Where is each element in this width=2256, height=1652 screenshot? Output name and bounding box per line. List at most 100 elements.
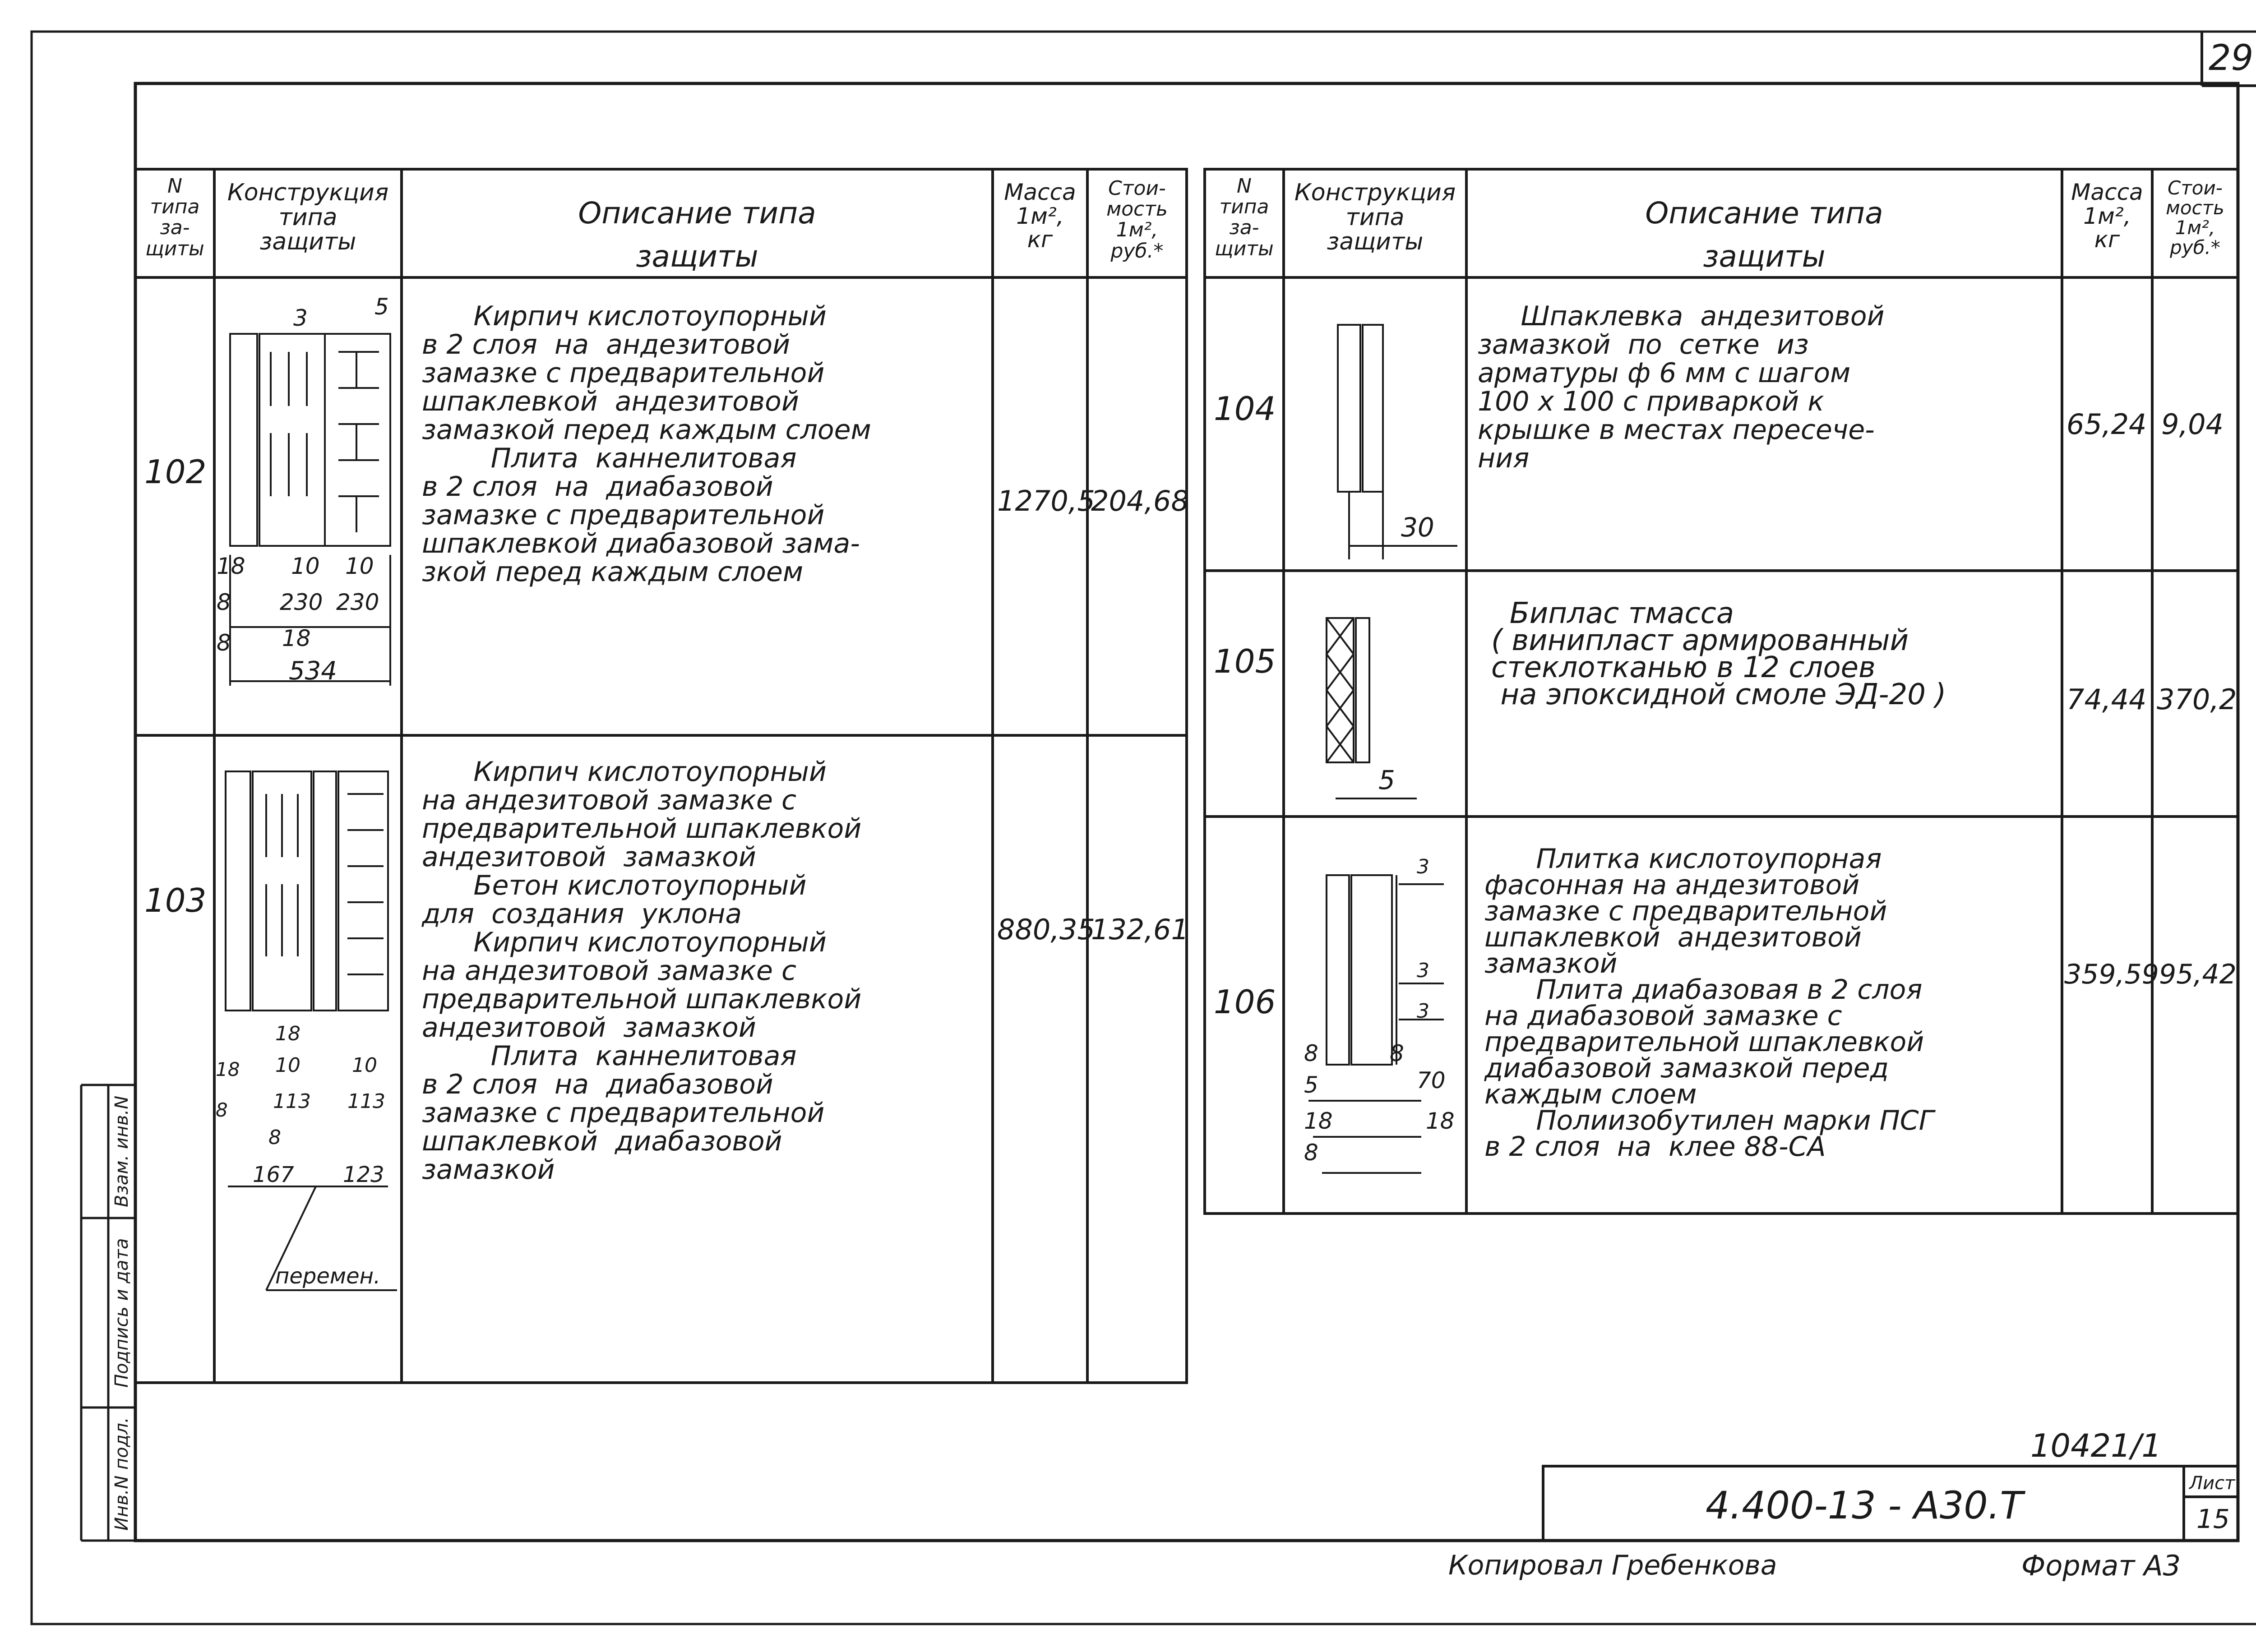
header-type-no-line: щиты bbox=[1215, 237, 1274, 260]
dim-label: 5 bbox=[1378, 765, 1395, 795]
header-cost: Стои- мость 1м², руб.* bbox=[1090, 178, 1184, 262]
description-103: Кирпич кислотоупорный на андезитовой зам… bbox=[422, 756, 862, 1186]
dim-label: 10 bbox=[345, 553, 374, 579]
header-type-no-line: за- bbox=[160, 216, 190, 240]
format-label: Формат А3 bbox=[2021, 1549, 2181, 1582]
cost-103: 132,61 bbox=[1091, 913, 1189, 946]
side-stamp-inventory: Инв.N подл. bbox=[111, 1417, 132, 1531]
type-no-103: 103 bbox=[144, 881, 207, 919]
side-stamp-signature: Подпись и дата bbox=[111, 1238, 132, 1388]
mass-103: 880,35 bbox=[997, 913, 1095, 946]
dim-label: 18 bbox=[1304, 1108, 1333, 1134]
sketch-105 bbox=[1326, 617, 1417, 799]
header-cost-right: Стои- мость 1м², руб.* bbox=[2153, 178, 2237, 258]
dim-label: 5 bbox=[374, 294, 389, 320]
dim-label: 3 bbox=[1417, 855, 1429, 878]
dim-label: 230 bbox=[336, 589, 379, 615]
dim-label: 123 bbox=[343, 1162, 384, 1187]
header-mass: Масса 1м², кг bbox=[995, 180, 1085, 252]
dim-label: перемен. bbox=[275, 1264, 381, 1289]
dim-label: 534 bbox=[289, 656, 337, 686]
side-stamp-grid bbox=[80, 1084, 137, 1542]
dim-label: 3 bbox=[1417, 959, 1429, 982]
header-mass-line: Масса bbox=[1004, 179, 1076, 205]
type-no-102: 102 bbox=[144, 453, 207, 491]
mass-106: 359,59 bbox=[2064, 959, 2159, 990]
mass-104: 65,24 bbox=[2066, 408, 2147, 441]
inventory-number: 10421/1 bbox=[2030, 1427, 2162, 1464]
list-label: Лист bbox=[2189, 1473, 2235, 1494]
header-type-no-line: N bbox=[167, 175, 182, 198]
dim-label: 70 bbox=[1417, 1067, 1446, 1094]
header-type-no-right: N типа за- щиты bbox=[1207, 175, 1281, 260]
header-cost-line: руб.* bbox=[2170, 236, 2220, 259]
header-construction-right: Конструкция типа защиты bbox=[1286, 180, 1464, 254]
mass-102: 1270,5 bbox=[997, 485, 1095, 517]
header-type-no-line: за- bbox=[1229, 216, 1259, 240]
header-mass-line: кг bbox=[2094, 226, 2120, 253]
dim-label: 3 bbox=[293, 305, 308, 331]
dim-label: 167 bbox=[253, 1162, 294, 1187]
dim-label: 18 bbox=[275, 1022, 300, 1045]
type-no-106: 106 bbox=[1214, 983, 1276, 1021]
dim-label: 10 bbox=[352, 1054, 377, 1077]
header-construction-line: защиты bbox=[1327, 228, 1424, 256]
description-102: Кирпич кислотоупорный в 2 слоя на андези… bbox=[422, 300, 871, 588]
header-description-line: Описание типа bbox=[1645, 196, 1883, 231]
header-construction-line: типа bbox=[278, 203, 337, 231]
header-mass-line: кг bbox=[1027, 226, 1053, 253]
side-stamp-replacement: Взам. инв.N bbox=[111, 1095, 132, 1208]
header-cost-line: мость bbox=[1106, 198, 1168, 221]
sketch-106 bbox=[1308, 874, 1444, 1174]
header-description-line: защиты bbox=[636, 239, 758, 274]
header-construction-line: типа bbox=[1345, 203, 1405, 231]
copied-by: Копировал Гребенкова bbox=[1448, 1550, 1777, 1581]
header-type-no: N типа за- щиты bbox=[138, 175, 212, 260]
header-construction: Конструкция типа защиты bbox=[217, 180, 399, 254]
dim-label: 113 bbox=[347, 1090, 385, 1113]
header-type-no-line: типа bbox=[150, 195, 200, 219]
header-cost-line: 1м², bbox=[2175, 217, 2215, 239]
header-cost-line: руб.* bbox=[1110, 239, 1164, 263]
dim-label: 10 bbox=[275, 1054, 300, 1077]
description-106: Плитка кислотоупорная фасонная на андези… bbox=[1484, 843, 1934, 1163]
header-description: Описание типа защиты bbox=[404, 192, 990, 278]
mass-105: 74,44 bbox=[2066, 683, 2147, 716]
header-cost-line: Стои- bbox=[1108, 177, 1166, 200]
header-construction-line: Конструкция bbox=[1294, 179, 1456, 206]
dim-label: 8 bbox=[1390, 1040, 1404, 1066]
drawing-code: 4.400-13 - А30.Т bbox=[1706, 1483, 2023, 1527]
dim-label: 230 bbox=[280, 589, 323, 615]
outer-border bbox=[30, 30, 2256, 1625]
header-type-no-line: щиты bbox=[145, 237, 204, 260]
cost-105: 370,2 bbox=[2157, 683, 2237, 716]
dim-label: 8 bbox=[1304, 1140, 1318, 1166]
right-table-grid bbox=[1203, 168, 2239, 1215]
dim-label: 8 bbox=[217, 589, 231, 615]
dim-label: 113 bbox=[273, 1090, 311, 1113]
header-mass-right: Масса 1м², кг bbox=[2064, 180, 2150, 252]
dim-label: 8 bbox=[268, 1126, 281, 1149]
description-105: Биплас тмасса ( винипласт армированный с… bbox=[1491, 597, 1946, 711]
page-number-box bbox=[2201, 32, 2256, 87]
description-104: Шпаклевка андезитовой замазкой по сетке … bbox=[1478, 300, 1885, 474]
dim-label: 10 bbox=[291, 553, 320, 579]
sketch-104 bbox=[1337, 324, 1457, 559]
dim-label: 3 bbox=[1417, 1000, 1429, 1023]
header-mass-line: 1м², bbox=[2083, 203, 2131, 229]
cost-102: 204,68 bbox=[1091, 485, 1189, 517]
list-number: 15 bbox=[2196, 1504, 2230, 1534]
dim-label: 18 bbox=[282, 625, 311, 651]
sketch-102 bbox=[229, 333, 391, 686]
header-cost-line: 1м², bbox=[1116, 218, 1158, 242]
header-mass-line: Масса bbox=[2071, 179, 2143, 205]
header-description-line: защиты bbox=[1703, 239, 1826, 274]
type-no-105: 105 bbox=[1214, 642, 1276, 680]
header-construction-line: Конструкция bbox=[227, 179, 389, 206]
dim-label: 18 bbox=[1426, 1108, 1455, 1134]
header-cost-line: Стои- bbox=[2168, 177, 2223, 199]
sketch-103 bbox=[225, 771, 397, 1291]
dim-label: 18 bbox=[217, 553, 245, 579]
header-mass-line: 1м², bbox=[1016, 203, 1064, 229]
